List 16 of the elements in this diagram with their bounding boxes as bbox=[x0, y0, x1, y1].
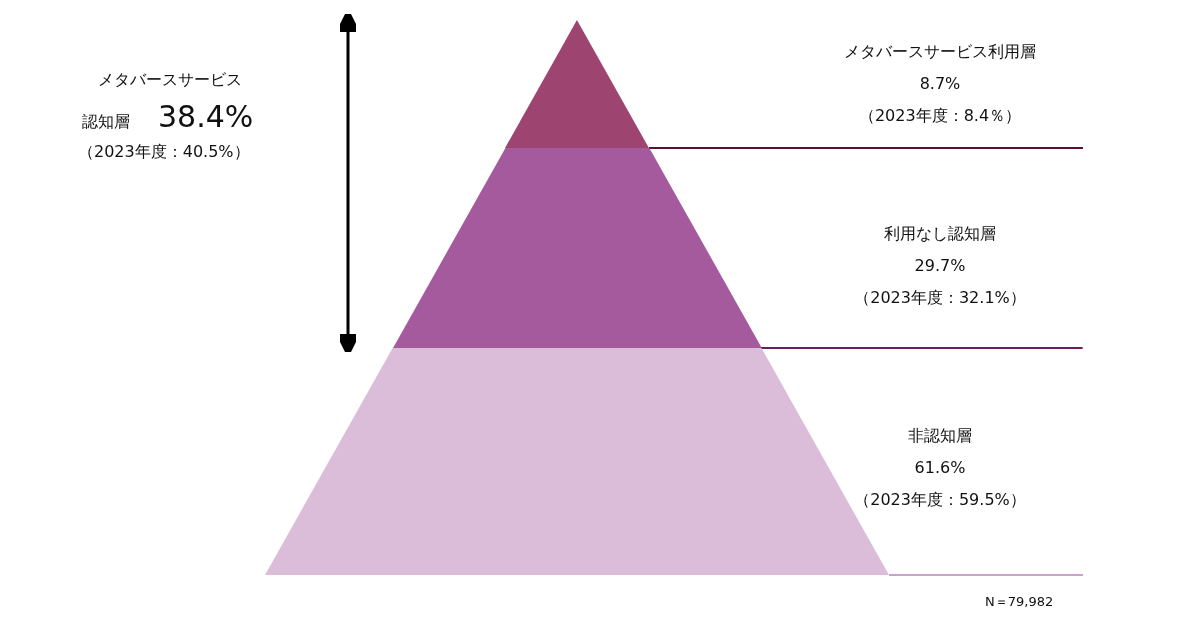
percentage-value: 29.7% bbox=[914, 255, 966, 277]
layer-name: メタバースサービス利用層 bbox=[844, 41, 1036, 63]
previous-year-value: （2023年度：59.5%） bbox=[854, 489, 1026, 511]
previous-year-value: （2023年度：8.4％） bbox=[858, 105, 1022, 127]
percentage-value: 38.4% bbox=[158, 98, 254, 136]
pyramid-segment bbox=[505, 20, 649, 148]
sample-size-note: N＝79,982 bbox=[985, 593, 1054, 611]
pyramid-segment bbox=[392, 148, 762, 348]
percentage-value: 8.7% bbox=[919, 73, 961, 95]
previous-year-value: （2023年度：32.1%） bbox=[854, 287, 1026, 309]
previous-year-value: （2023年度：40.5%） bbox=[77, 141, 251, 163]
percentage-value: 61.6% bbox=[914, 457, 966, 479]
group-name: メタバースサービス bbox=[98, 69, 242, 91]
layer-name: 利用なし認知層 bbox=[884, 223, 996, 245]
layer-name: 非認知層 bbox=[908, 425, 972, 447]
group-name: 認知層 bbox=[82, 111, 130, 133]
